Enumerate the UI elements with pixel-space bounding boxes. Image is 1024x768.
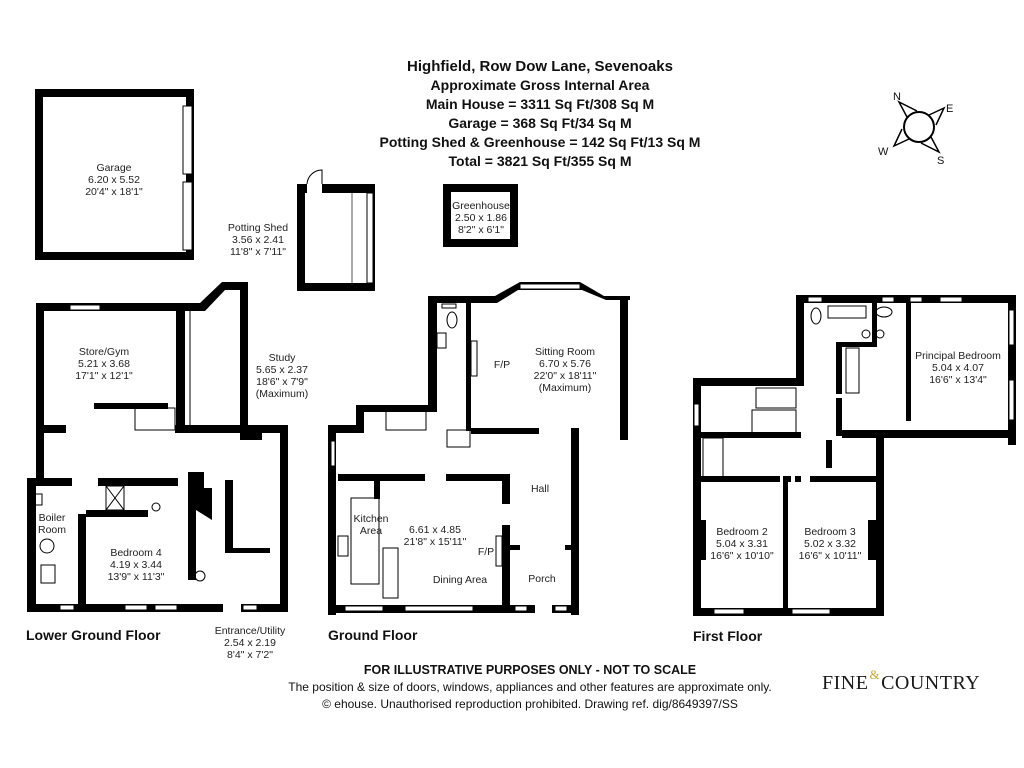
potting-shed-walls xyxy=(297,169,375,291)
area-main-house: Main House = 3311 Sq Ft/308 Sq M xyxy=(425,96,655,112)
room-note: (Maximum) xyxy=(255,388,309,400)
lower-ground-walls xyxy=(27,282,288,613)
room-imperial: 13'9" x 11'3" xyxy=(107,571,165,583)
sitting-room-fireplace-label: F/P xyxy=(493,359,511,371)
room-name: Garage xyxy=(96,162,132,174)
compass-rose xyxy=(892,100,946,154)
room-kitchen-area: Kitchen Area xyxy=(346,513,396,537)
room-metric: 5.04 x 4.07 xyxy=(932,362,984,374)
compass-east-label: E xyxy=(946,103,954,115)
room-name: Bedroom 2 xyxy=(716,526,768,538)
room-imperial: 20'4" x 18'1" xyxy=(85,186,143,198)
garage-walls xyxy=(35,89,194,260)
room-name: Room xyxy=(37,524,66,536)
room-metric: 4.19 x 3.44 xyxy=(110,559,162,571)
room-metric: 6.20 x 5.52 xyxy=(88,174,140,186)
room-dining-area: Dining Area xyxy=(432,574,488,586)
logo-left-text: FINE xyxy=(822,672,869,694)
room-imperial: 8'2" x 6'1" xyxy=(458,224,504,236)
room-imperial: 16'6" x 13'4" xyxy=(929,374,987,386)
room-metric: 5.65 x 2.37 xyxy=(256,364,308,376)
dining-fireplace-label: F/P xyxy=(477,546,495,558)
compass-north-label: N xyxy=(893,91,901,103)
title-block: Highfield, Row Dow Lane, Sevenoaks Appro… xyxy=(330,57,750,171)
room-imperial: 18'6" x 7'9" xyxy=(256,376,308,388)
room-entrance-utility: Entrance/Utility 2.54 x 2.19 8'4" x 7'2" xyxy=(205,625,295,661)
room-name: Bedroom 3 xyxy=(804,526,856,538)
room-name: Greenhouse xyxy=(452,200,510,212)
room-imperial: 16'6" x 10'11" xyxy=(798,550,862,562)
room-name: Area xyxy=(359,525,383,537)
room-principal-bedroom: Principal Bedroom 5.04 x 4.07 16'6" x 13… xyxy=(908,350,1008,386)
room-name: Kitchen xyxy=(353,513,389,525)
first-floor-walls xyxy=(693,295,1016,616)
room-bedroom-4: Bedroom 4 4.19 x 3.44 13'9" x 11'3" xyxy=(96,547,176,583)
floor-label-ground: Ground Floor xyxy=(328,627,418,643)
compass-south-label: S xyxy=(937,155,945,167)
area-subtitle: Approximate Gross Internal Area xyxy=(430,77,650,93)
room-name: Study xyxy=(268,352,296,364)
room-name: Potting Shed xyxy=(227,222,289,234)
floor-label-first: First Floor xyxy=(693,628,763,644)
room-imperial: 22'0" x 18'11" xyxy=(533,370,597,382)
room-boiler: Boiler Room xyxy=(30,512,74,536)
room-metric: 2.50 x 1.86 xyxy=(455,212,507,224)
room-hall: Hall xyxy=(530,483,550,495)
room-greenhouse: Greenhouse 2.50 x 1.86 8'2" x 6'1" xyxy=(451,200,511,236)
disclaimer: FOR ILLUSTRATIVE PURPOSES ONLY - NOT TO … xyxy=(363,663,697,677)
room-study: Study 5.65 x 2.37 18'6" x 7'9" (Maximum) xyxy=(242,352,322,400)
room-garage: Garage 6.20 x 5.52 20'4" x 18'1" xyxy=(74,162,154,198)
room-sitting-room: Sitting Room 6.70 x 5.76 22'0" x 18'11" … xyxy=(520,346,610,394)
room-name: Entrance/Utility xyxy=(214,625,286,637)
area-total: Total = 3821 Sq Ft/355 Sq M xyxy=(448,153,632,169)
footer-note: The position & size of doors, windows, a… xyxy=(288,680,772,694)
area-garage: Garage = 368 Sq Ft/34 Sq M xyxy=(448,115,632,131)
room-imperial: 16'6" x 10'10" xyxy=(710,550,774,562)
room-metric: 6.61 x 4.85 xyxy=(409,524,461,536)
room-imperial: 8'4" x 7'2" xyxy=(227,649,273,661)
room-metric: 5.02 x 3.32 xyxy=(804,538,856,550)
room-metric: 2.54 x 2.19 xyxy=(224,637,276,649)
room-store-gym: Store/Gym 5.21 x 3.68 17'1" x 12'1" xyxy=(64,346,144,382)
room-name: Store/Gym xyxy=(78,346,130,358)
footer: FOR ILLUSTRATIVE PURPOSES ONLY - NOT TO … xyxy=(230,662,830,713)
copyright: © ehouse. Unauthorised reproduction proh… xyxy=(322,697,738,711)
room-bedroom-2: Bedroom 2 5.04 x 3.31 16'6" x 10'10" xyxy=(702,526,782,562)
room-metric: 5.04 x 3.31 xyxy=(716,538,768,550)
room-metric: 6.70 x 5.76 xyxy=(539,358,591,370)
room-imperial: 21'8" x 15'11" xyxy=(403,536,467,548)
room-name: Sitting Room xyxy=(534,346,596,358)
room-potting-shed: Potting Shed 3.56 x 2.41 11'8" x 7'11" xyxy=(220,222,296,258)
room-imperial: 17'1" x 12'1" xyxy=(75,370,133,382)
room-metric: 3.56 x 2.41 xyxy=(232,234,284,246)
room-name: Bedroom 4 xyxy=(110,547,162,559)
room-name: Principal Bedroom xyxy=(915,350,1001,362)
greenhouse-walls xyxy=(443,184,518,247)
room-bedroom-3: Bedroom 3 5.02 x 3.32 16'6" x 10'11" xyxy=(790,526,870,562)
room-kitchen-dining: 6.61 x 4.85 21'8" x 15'11" xyxy=(395,524,475,548)
property-title: Highfield, Row Dow Lane, Sevenoaks xyxy=(407,58,673,75)
room-note: (Maximum) xyxy=(538,382,592,394)
room-metric: 5.21 x 3.68 xyxy=(78,358,130,370)
fine-country-logo: FINE&COUNTRY xyxy=(822,667,981,695)
ground-floor-walls xyxy=(328,282,630,615)
area-potting-greenhouse: Potting Shed & Greenhouse = 142 Sq Ft/13… xyxy=(379,134,701,150)
logo-ampersand: & xyxy=(869,667,881,682)
room-porch: Porch xyxy=(528,573,556,585)
logo-right-text: COUNTRY xyxy=(881,672,981,694)
room-imperial: 11'8" x 7'11" xyxy=(229,246,287,258)
compass-west-label: W xyxy=(878,146,889,158)
floor-label-lower-ground: Lower Ground Floor xyxy=(26,627,161,643)
room-name: Boiler xyxy=(38,512,66,524)
